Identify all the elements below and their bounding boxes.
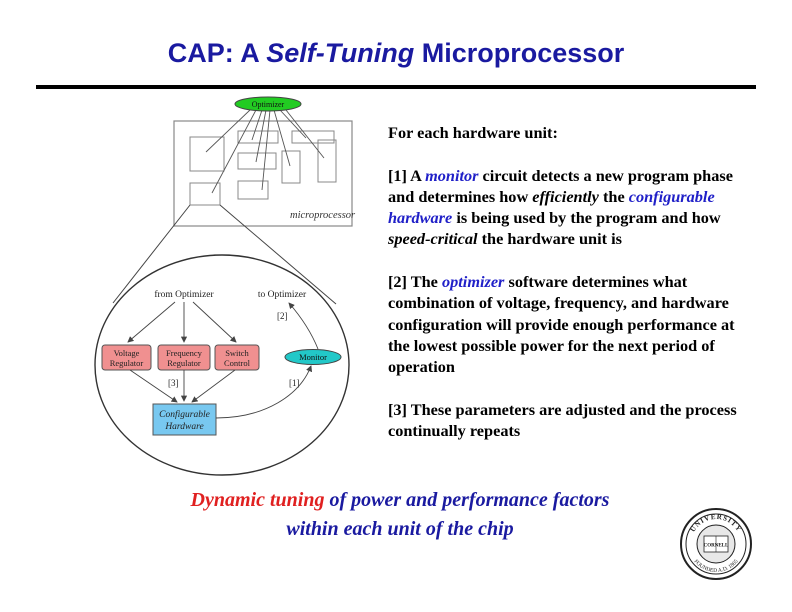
intro-line: For each hardware unit: bbox=[388, 123, 558, 142]
chip-block bbox=[237, 152, 277, 170]
chip-block bbox=[189, 182, 221, 206]
step-1-paragraph: [1] A monitor circuit detects a new prog… bbox=[388, 165, 733, 249]
title-suffix: Microprocessor bbox=[414, 38, 625, 68]
to-optimizer-label: to Optimizer bbox=[258, 290, 307, 300]
chip-block bbox=[281, 150, 301, 184]
chip-block bbox=[189, 136, 225, 172]
monitor-to-optimizer-arrow bbox=[288, 302, 319, 350]
title-italic: Self-Tuning bbox=[266, 38, 415, 68]
title-prefix: CAP: A bbox=[167, 38, 267, 68]
chip-block bbox=[291, 130, 335, 144]
monitor-node bbox=[284, 349, 342, 365]
chip-block bbox=[237, 130, 279, 144]
step-3-label: [3] bbox=[168, 378, 179, 388]
switch-control-line2: Control bbox=[224, 358, 251, 368]
optimizer-node bbox=[234, 96, 302, 112]
dynamic-tuning-phrase: Dynamic tuning bbox=[190, 489, 325, 511]
magnified-unit bbox=[94, 254, 350, 476]
cap-diagram: microprocessor Optimizer from Optimizer … bbox=[94, 96, 356, 476]
monitor-label: Monitor bbox=[299, 352, 327, 362]
microprocessor-box bbox=[173, 120, 353, 227]
frequency-regulator-line1: Frequency bbox=[166, 348, 203, 358]
optimizer-links bbox=[205, 109, 325, 194]
title-rule bbox=[36, 85, 756, 89]
configurable-hardware-line1: Configurable bbox=[159, 409, 210, 420]
configurable-hardware-line2: Hardware bbox=[164, 422, 203, 432]
slide-title: CAP: A Self-Tuning Microprocessor bbox=[0, 38, 792, 69]
hardware-arrows bbox=[129, 369, 236, 403]
step-1-label: [1] bbox=[289, 378, 300, 388]
from-optimizer-label: from Optimizer bbox=[154, 289, 214, 300]
step-2-label: [2] bbox=[277, 311, 288, 321]
speed-critical-term: speed-critical bbox=[388, 229, 478, 249]
hardware-to-monitor-arrow bbox=[215, 365, 313, 419]
svg-text:CORNELL: CORNELL bbox=[704, 544, 729, 549]
zoom-line-left bbox=[112, 204, 191, 304]
optimizer-label: Optimizer bbox=[252, 100, 285, 109]
frequency-regulator-line2: Regulator bbox=[167, 358, 201, 368]
tagline-line-1: Dynamic tuning of power and performance … bbox=[190, 489, 610, 511]
voltage-regulator-line2: Regulator bbox=[110, 358, 144, 368]
control-arrows bbox=[127, 301, 237, 343]
optimizer-term: optimizer bbox=[441, 272, 505, 292]
step-3-paragraph: [3] These parameters are adjusted and th… bbox=[388, 399, 737, 441]
cornell-seal-icon: UNIVERSITY FOUNDED A.D. 1865 CORNELL bbox=[680, 508, 752, 580]
configurable-hardware-term: configurable hardware bbox=[388, 186, 715, 228]
explanation-text: For each hardware unit: [1] A monitor ci… bbox=[388, 122, 760, 463]
chip-block bbox=[237, 180, 269, 200]
voltage-regulator-line1: Voltage bbox=[114, 348, 140, 358]
configurable-hardware-box bbox=[152, 403, 217, 436]
monitor-term: monitor bbox=[425, 165, 479, 185]
efficiently-term: efficiently bbox=[532, 186, 599, 206]
voltage-regulator-box bbox=[101, 344, 152, 371]
chip-block bbox=[317, 139, 337, 183]
tagline-line-2: within each unit of the chip bbox=[286, 518, 514, 540]
zoom-line-right bbox=[219, 204, 337, 305]
tagline: Dynamic tuning of power and performance … bbox=[0, 486, 792, 544]
switch-control-box bbox=[214, 344, 260, 371]
step-2-paragraph: [2] The optimizer software determines wh… bbox=[388, 272, 735, 377]
switch-control-line1: Switch bbox=[225, 348, 249, 358]
microprocessor-label: microprocessor bbox=[290, 210, 356, 221]
